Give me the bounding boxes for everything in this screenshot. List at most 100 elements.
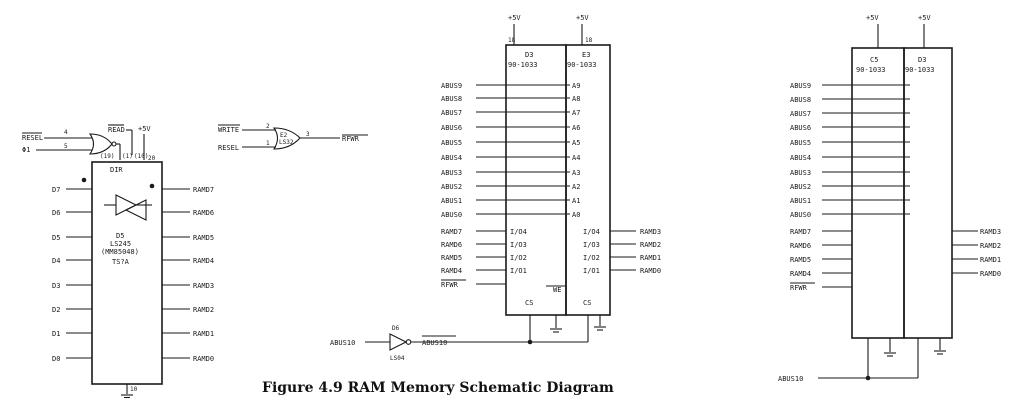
addr-row: ABUS4 — [790, 154, 910, 162]
right-data-in: RAMD7 RAMD6 RAMD5 RAMD4 RFWR — [790, 228, 852, 292]
data-in-label: D5 — [52, 234, 60, 242]
io-pin: I/O4 — [583, 228, 600, 236]
io-pin: I/O1 — [583, 267, 600, 275]
ramd-in-row: RAMD5 I/O2 — [441, 254, 527, 262]
ramd-out-label: RAMD7 — [193, 186, 214, 194]
ramd-in-label: RAMD5 — [441, 254, 462, 262]
addr-label: ABUS9 — [790, 82, 811, 90]
junction-dot — [865, 375, 871, 381]
data-in-label: D2 — [52, 306, 60, 314]
inverter-bubble — [405, 339, 412, 345]
ramd-in-label: RAMD7 — [441, 228, 462, 236]
wg-pin-1: 1 — [266, 140, 270, 147]
right-supply-2: +5V — [918, 14, 931, 22]
ramd-in-label: RAMD6 — [441, 241, 462, 249]
resel2-in-label: RESEL — [218, 144, 239, 152]
ramd-out-row: RAMD4 — [162, 257, 214, 265]
pin-1: (1) — [122, 153, 133, 160]
ramd-out-row: RAMD7 — [149, 183, 214, 194]
mid-chip-right-ref: E3 — [582, 51, 590, 59]
io-pin: I/O2 — [510, 254, 527, 262]
mid-chip-left-ref: D3 — [525, 51, 533, 59]
pin-vcc: (10) — [134, 153, 148, 160]
chip-part: (MM85048) — [101, 248, 139, 256]
buffer-left-icon — [124, 199, 147, 221]
rfwr-in-label: RFWR — [790, 284, 808, 292]
ramd-out-label: RAMD5 — [193, 234, 214, 242]
ramd-out-label: RAMD1 — [980, 256, 1001, 264]
right-chip-right-ref: D3 — [918, 56, 926, 64]
data-in-label: D1 — [52, 330, 60, 338]
addr-label: ABUS5 — [441, 139, 462, 147]
mid-cs-right: CS — [583, 299, 591, 307]
addr-row: ABUS2 — [790, 183, 910, 191]
addr-row: ABUS8 — [790, 96, 910, 104]
mid-chip-right-part: 90-1033 — [567, 61, 597, 69]
abus10-out-label: ABUS10 — [422, 339, 447, 347]
ramd-out-label: RAMD0 — [193, 355, 214, 363]
right-chip-right-part: 90-1033 — [905, 66, 935, 74]
read-signal-label: READ — [108, 126, 125, 134]
gate-pin-5: 5 — [64, 143, 68, 150]
io-pin: I/O2 — [583, 254, 600, 262]
ramd-in-row: RAMD4 — [790, 270, 852, 278]
rfwr-in-row: RFWR — [441, 279, 506, 289]
right-address-lines: ABUS9 ABUS8 ABUS7 ABUS6 ABUS5 ABUS4 ABUS… — [790, 82, 910, 219]
chip-pkg: TS?A — [112, 258, 130, 266]
chip-type: LS245 — [110, 240, 131, 248]
ramd-in-row: RAMD7 — [790, 228, 852, 236]
ramd-out-row: RAMD6 — [162, 209, 214, 217]
ramd-out-label: RAMD3 — [640, 228, 661, 236]
addr-label: ABUS7 — [790, 110, 811, 118]
addr-pin: A4 — [572, 154, 580, 162]
inverter-icon — [389, 333, 408, 351]
wg-pin-2: 2 — [266, 123, 270, 130]
addr-row: ABUS7 — [790, 110, 910, 118]
resel-signal-label: RESEL — [22, 134, 43, 142]
addr-label: ABUS6 — [441, 124, 462, 132]
mid-pin-18a: 18 — [508, 37, 516, 44]
right-supply-1: +5V — [866, 14, 879, 22]
data-in-row: D3 — [52, 282, 92, 290]
vcc-pin-label: 20 — [148, 155, 156, 162]
addr-row: ABUS1 — [790, 197, 910, 205]
addr-pin: A5 — [572, 139, 580, 147]
addr-label: ABUS9 — [441, 82, 462, 90]
ramd-out-row: RAMD5 — [162, 234, 214, 242]
ramd-out-label: RAMD2 — [640, 241, 661, 249]
ramd-out-row: RAMD0 — [952, 270, 1001, 278]
data-in-row: D0 — [52, 355, 92, 363]
addr-pin: A7 — [572, 109, 580, 117]
addr-row: ABUS0 — [790, 211, 910, 219]
buffer-right-icon — [115, 194, 138, 216]
write-in-label: WRITE — [218, 126, 239, 134]
addr-label: ABUS1 — [441, 197, 462, 205]
addr-label: ABUS8 — [441, 95, 462, 103]
inverter-type: LS04 — [390, 355, 405, 362]
wg-pin-3: 3 — [306, 131, 310, 138]
right-ram-chip-left — [851, 47, 905, 339]
right-data-out: RAMD3 RAMD2 RAMD1 RAMD0 — [952, 228, 1001, 278]
right-section: +5V +5V C5 90-1033 D3 90-1033 ABUS9 ABUS… — [778, 14, 1001, 383]
gnd-pin-label: 10 — [130, 386, 138, 393]
addr-label: ABUS1 — [790, 197, 811, 205]
figure-caption: Figure 4.9 RAM Memory Schematic Diagram — [262, 380, 614, 396]
addr-label: ABUS6 — [790, 124, 811, 132]
ramd-out-row: RAMD2 — [162, 306, 214, 314]
ramd-out-label: RAMD3 — [980, 228, 1001, 236]
mid-supply-2: +5V — [576, 14, 589, 22]
middle-section: +5V +5V 18 18 D3 90-1033 E3 90-1033 ABUS… — [330, 14, 661, 362]
addr-label: ABUS4 — [790, 154, 811, 162]
addr-label: ABUS0 — [441, 211, 462, 219]
data-in-row: D4 — [52, 257, 92, 265]
ramd-out-label: RAMD3 — [193, 282, 214, 290]
gate-pin-4: 4 — [64, 129, 68, 136]
